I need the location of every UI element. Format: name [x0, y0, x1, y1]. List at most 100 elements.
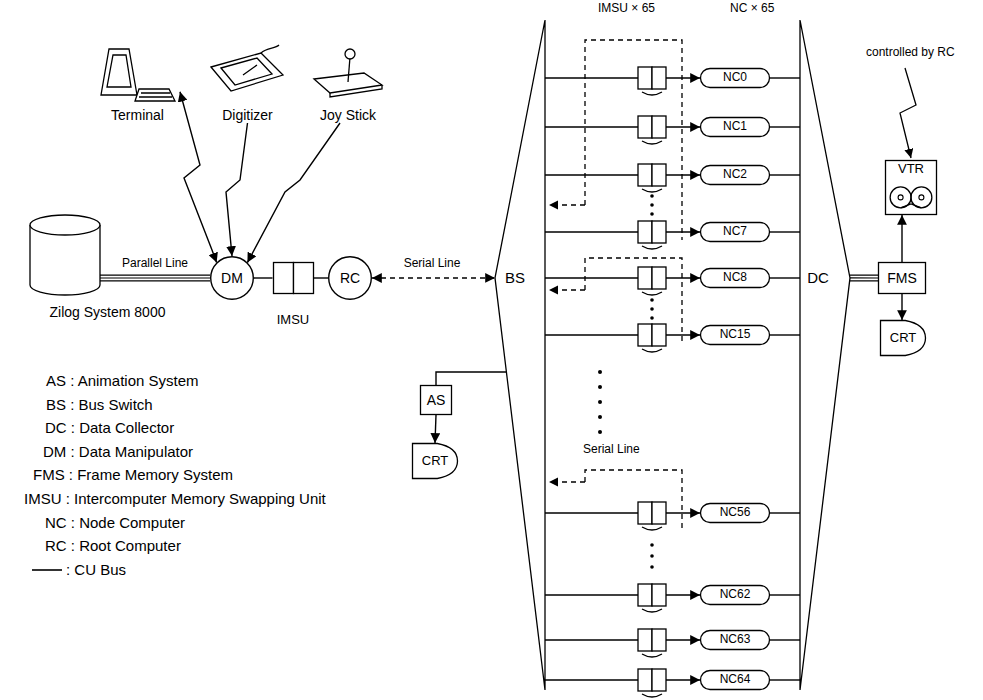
swap-mark	[642, 189, 662, 192]
node-computer: NC56	[700, 503, 770, 523]
cu-bus-line	[545, 595, 700, 596]
swap-unit: IMSU	[273, 262, 314, 328]
data-collector: DC	[800, 20, 850, 690]
process-circle: RC	[328, 256, 372, 300]
swap-unit-small	[638, 584, 652, 606]
cu-bus-line	[770, 335, 800, 336]
node-computer: NC63	[700, 630, 770, 650]
swap-mark	[642, 141, 662, 144]
annotation: IMSU × 65	[598, 2, 655, 16]
cu-bus-line	[770, 127, 800, 128]
serial-line-dashed	[549, 289, 585, 290]
swap-unit-small	[638, 629, 652, 651]
swap-unit-small	[652, 221, 666, 243]
abbreviation-key: DC : Data Collector	[45, 419, 174, 436]
node-label: RC	[340, 270, 360, 286]
cu-bus-line	[902, 215, 903, 262]
legend-sample	[30, 564, 66, 576]
cu-bus-line	[545, 232, 700, 233]
node-label: NC2	[723, 168, 747, 182]
swap-mark	[642, 654, 662, 657]
abbreviation-key: AS : Animation System	[46, 372, 199, 389]
node-label: DM	[221, 270, 243, 286]
cu-bus-line	[545, 513, 700, 514]
node-label: Digitizer	[222, 107, 273, 123]
ellipsis-dots	[598, 194, 654, 569]
legend-entry: : CU Bus	[30, 561, 126, 578]
cu-bus-line	[770, 232, 800, 233]
swap-unit-small	[652, 164, 666, 186]
serial-line-dashed	[549, 481, 585, 482]
cu-bus-line	[545, 278, 700, 279]
node-label: NC1	[723, 120, 747, 134]
swap-unit-small	[652, 502, 666, 524]
joystick-icon: Joy Stick	[308, 45, 388, 123]
node-computer: NC64	[700, 670, 770, 690]
process-box: AS	[420, 385, 452, 415]
cu-bus-line	[770, 78, 800, 79]
node-label: NC8	[723, 271, 747, 285]
node-label: NC15	[720, 328, 751, 342]
cu-bus-line	[545, 335, 700, 336]
swap-unit-small	[638, 669, 652, 691]
serial-line-dashed	[549, 204, 585, 205]
annotation: Serial Line	[583, 443, 640, 457]
swap-mark	[642, 694, 662, 697]
parallel-bus	[850, 277, 878, 278]
node-label: Terminal	[111, 107, 164, 123]
swap-unit-small	[638, 67, 652, 89]
annotation: NC × 65	[730, 2, 774, 16]
serial-line	[372, 277, 495, 278]
node-label: AS	[427, 392, 446, 408]
abbreviation-key: IMSU : Intercomputer Memory Swapping Uni…	[24, 490, 326, 507]
abbreviation-key: DM : Data Manipulator	[43, 443, 193, 460]
swap-mark	[642, 349, 662, 352]
line-label: Parallel Line	[120, 257, 190, 271]
swap-unit-small	[652, 629, 666, 651]
vtr-box: VTR	[885, 160, 937, 215]
cu-bus-line	[254, 278, 273, 279]
swap-unit-small	[652, 324, 666, 346]
swap-mark	[642, 246, 662, 249]
node-computer: NC62	[700, 585, 770, 605]
serial-line-dashed	[585, 40, 682, 240]
swap-unit-small	[638, 267, 652, 289]
swap-unit-small	[652, 67, 666, 89]
digitizer-icon: Digitizer	[205, 45, 290, 123]
node-label: NC56	[720, 506, 751, 520]
node-label: VTR	[898, 162, 924, 177]
cu-bus-line	[180, 92, 217, 263]
node-label: Zilog System 8000	[50, 304, 166, 320]
cu-bus-line	[545, 640, 700, 641]
line-label: Serial Line	[402, 257, 463, 271]
node-label: BS	[505, 269, 525, 286]
node-label: Joy Stick	[320, 107, 376, 123]
abbreviation-key: NC : Node Computer	[45, 514, 185, 531]
abbreviation-key: BS : Bus Switch	[46, 396, 153, 413]
display-shape: CRT	[880, 320, 926, 356]
swap-mark	[642, 92, 662, 95]
cu-bus-line	[902, 294, 903, 320]
abbreviation-key: FMS : Frame Memory System	[33, 466, 233, 483]
abbreviation-key: RC : Root Computer	[45, 537, 181, 554]
terminal-icon: Terminal	[95, 45, 180, 123]
cu-bus-line	[435, 415, 436, 443]
swap-unit-small	[652, 116, 666, 138]
cu-bus-line	[226, 123, 248, 256]
data-collector-outline	[800, 20, 850, 690]
node-label: NC0	[723, 71, 747, 85]
swap-mark	[642, 609, 662, 612]
bus-switch: BS	[495, 20, 545, 690]
cu-bus-line	[247, 123, 340, 263]
swap-unit-small	[638, 324, 652, 346]
node-computer: NC2	[700, 165, 770, 185]
swap-mark	[642, 292, 662, 295]
node-label: CRT	[890, 331, 916, 346]
node-label: NC64	[720, 673, 751, 687]
node-computer: NC15	[700, 325, 770, 345]
cu-bus-line	[545, 680, 700, 681]
cu-bus-line	[314, 278, 329, 279]
process-circle: DM	[210, 256, 254, 300]
node-label: FMS	[887, 270, 917, 286]
node-label: NC7	[723, 225, 747, 239]
